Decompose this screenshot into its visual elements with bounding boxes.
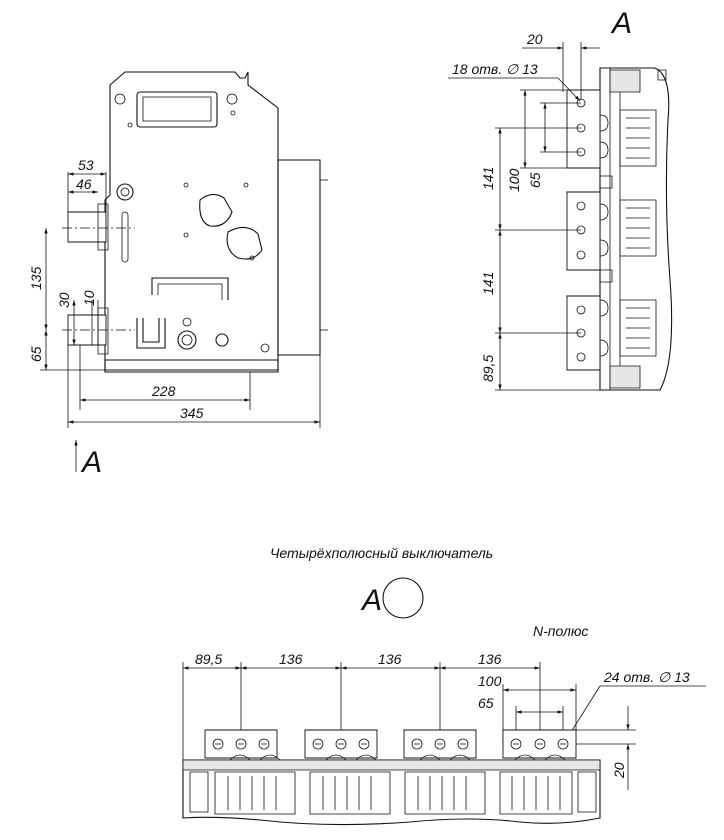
dim-136-b: 136 <box>378 651 402 667</box>
rear-terminal-2 <box>567 192 608 270</box>
lower-handle <box>152 278 228 300</box>
holes-label-rear: 18 отв. ∅ 13 <box>452 61 538 77</box>
top-window <box>137 92 217 127</box>
rear-internals <box>600 110 656 356</box>
view-label-a-top: A <box>610 7 632 40</box>
rear-terminal-1 <box>567 90 608 168</box>
dim-136-c: 136 <box>478 651 502 667</box>
side-view: 53 46 135 30 10 65 228 345 A <box>28 72 328 479</box>
upper-bolt <box>117 184 133 200</box>
dim-10: 10 <box>81 290 97 306</box>
pole-1 <box>205 730 277 758</box>
knob-right <box>216 334 228 346</box>
dim-136-a: 136 <box>279 651 303 667</box>
dim-30: 30 <box>56 292 72 308</box>
cam-upper <box>200 194 232 226</box>
dim-141-lower: 141 <box>480 272 496 295</box>
dim-65-rear: 65 <box>527 172 543 188</box>
four-pole-body <box>183 760 600 825</box>
pole-3 <box>404 730 476 758</box>
pole-n <box>503 730 576 758</box>
dim-20-bottom: 20 <box>611 762 627 779</box>
dim-53: 53 <box>78 157 94 173</box>
dim-65-bottom: 65 <box>478 695 494 711</box>
dim-135: 135 <box>28 266 44 290</box>
dim-100-bottom: 100 <box>478 673 502 689</box>
four-pole-internals <box>190 755 596 814</box>
dim-228: 228 <box>151 383 176 399</box>
view-label-a-bottom: A <box>360 584 382 617</box>
pole-2 <box>305 730 377 758</box>
dim-89-5-bottom: 89,5 <box>195 651 222 667</box>
knob-left <box>178 331 196 349</box>
n-pole-label: N-полюс <box>533 623 588 639</box>
dim-20-rear: 20 <box>526 31 543 47</box>
rear-body-outline <box>600 68 672 390</box>
dim-345: 345 <box>180 405 204 421</box>
terminal-upper <box>68 212 106 242</box>
side-plate-outline <box>105 72 278 370</box>
view-label-a-arrow: A <box>80 446 102 479</box>
holes-label-bottom: 24 отв. ∅ 13 <box>603 669 690 685</box>
four-pole-view: Четырёхполюсный выключатель A N-полюс 89… <box>183 545 706 825</box>
rear-view: A <box>448 7 672 390</box>
dim-89-5-rear: 89,5 <box>480 355 496 382</box>
four-pole-caption: Четырёхполюсный выключатель <box>270 545 493 561</box>
dim-100-rear: 100 <box>506 168 522 192</box>
lever <box>137 318 165 348</box>
dim-141-upper: 141 <box>480 167 496 190</box>
rear-housing <box>278 160 320 355</box>
cam-lower <box>227 227 262 259</box>
view-circle <box>383 578 423 618</box>
dim-46: 46 <box>76 176 92 192</box>
dim-65-side: 65 <box>28 346 44 362</box>
base-rail <box>105 360 278 372</box>
